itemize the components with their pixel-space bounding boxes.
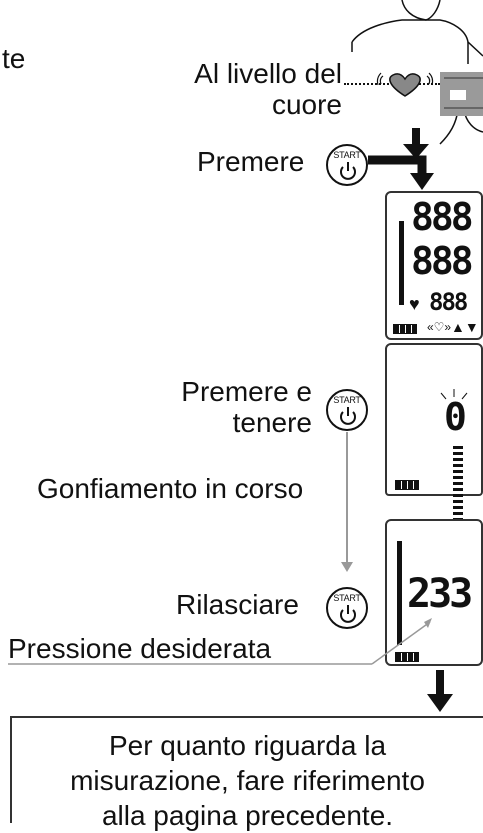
lcd-display-inflation: 0 bbox=[385, 343, 483, 496]
lcd-inflation-digit: 0 bbox=[444, 395, 467, 439]
lcd-target-value: 233 bbox=[407, 571, 473, 617]
press-label: Premere bbox=[197, 146, 305, 177]
start-button-label: START bbox=[333, 395, 361, 405]
pressure-bar bbox=[399, 221, 404, 305]
lcd-row-systolic: 888 bbox=[411, 195, 474, 239]
blinking-lines-icon bbox=[437, 389, 471, 439]
up-down-arrows-icon: ▲▼ bbox=[451, 319, 479, 335]
arrow-down-icon bbox=[427, 670, 453, 712]
lcd-display-release: 233 bbox=[385, 519, 483, 666]
top-left-text-fragment: te bbox=[2, 43, 26, 74]
inflation-progress-dots bbox=[453, 446, 463, 530]
grey-arrow-down-icon bbox=[341, 562, 353, 572]
heart-level-label: Al livello del cuore bbox=[194, 58, 342, 120]
battery-icon bbox=[395, 480, 419, 490]
battery-icon bbox=[395, 652, 419, 662]
person-cuff-illustration bbox=[351, 0, 483, 145]
lcd-display-full: 888 888 ♥ 888 «♡» ▲▼ bbox=[385, 191, 483, 340]
power-icon bbox=[340, 605, 356, 623]
heart-icon: ♥ bbox=[409, 294, 420, 314]
lcd-row-pulse: 888 bbox=[429, 288, 468, 316]
pressure-bar bbox=[397, 541, 402, 645]
power-icon bbox=[340, 407, 356, 425]
start-button[interactable]: START bbox=[326, 389, 368, 431]
start-button-label: START bbox=[333, 150, 361, 160]
press-hold-label: Premere e tenere bbox=[181, 376, 312, 438]
hold-duration-line bbox=[346, 432, 348, 568]
power-icon bbox=[340, 162, 356, 180]
start-button[interactable]: START bbox=[326, 587, 368, 629]
battery-icon bbox=[393, 324, 417, 334]
arrow-to-display-icon bbox=[368, 155, 434, 190]
target-pressure-leader-line bbox=[8, 618, 432, 665]
arrow-down-icon bbox=[403, 128, 429, 159]
heart-icon bbox=[376, 72, 434, 97]
irregular-heartbeat-icon: «♡» bbox=[427, 320, 452, 334]
release-label: Rilasciare bbox=[176, 589, 299, 620]
start-button-label: START bbox=[333, 593, 361, 603]
start-button[interactable]: START bbox=[326, 144, 368, 186]
target-pressure-label: Pressione desiderata bbox=[8, 633, 272, 664]
instruction-note-text: Per quanto riguarda la misurazione, fare… bbox=[70, 730, 425, 831]
lcd-row-diastolic: 888 bbox=[411, 239, 474, 283]
instruction-note-box: Per quanto riguarda la misurazione, fare… bbox=[10, 716, 483, 831]
inflation-label: Gonfiamento in corso bbox=[37, 473, 304, 504]
